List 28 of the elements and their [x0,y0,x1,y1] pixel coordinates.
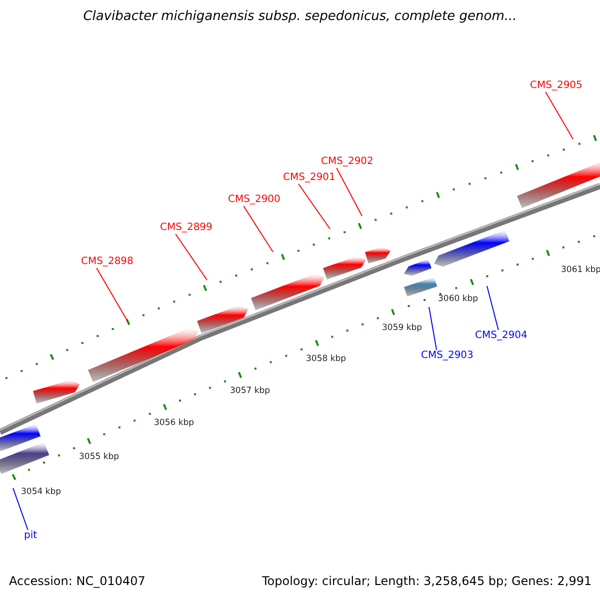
leader-line [298,184,330,230]
scale-label: 3056 kbp [154,418,194,428]
scale-label: 3059 kbp [382,323,422,333]
leader-line [545,92,574,140]
leader-line [336,168,362,216]
leader-line [12,488,28,530]
scale-label: 3055 kbp [79,452,120,462]
scale-label: 3060 kbp [438,294,478,304]
gene-label: CMS_2898 [81,256,134,268]
gene-label: CMS_2902 [321,156,374,168]
map-title: Clavibacter michiganensis subsp. sepedonicus, complete genom... [82,9,518,24]
scale-label: 3058 kbp [306,354,346,364]
gene-label: CMS_2905 [530,80,582,92]
leader-line [243,206,274,252]
gene-label: CMS_2900 [228,194,280,206]
gene-label: CMS_2904 [475,330,528,342]
leader-line [486,286,499,330]
scale-label: 3057 kbp [230,386,270,396]
accession-text: Accession: NC_010407 [9,574,146,588]
leader-line [175,234,208,280]
gene-label: CMS_2901 [283,172,336,184]
scale-label: 3054 kbp [21,487,62,497]
gene-label: CMS_2903 [421,350,474,362]
gene-label: pit [24,530,38,542]
gene-label: CMS_2899 [160,222,212,234]
genome-summary-text: Topology: circular; Length: 3,258,645 bp; Genes: 2,991 [262,574,592,588]
leader-line [96,268,128,322]
leader-line [428,306,438,350]
